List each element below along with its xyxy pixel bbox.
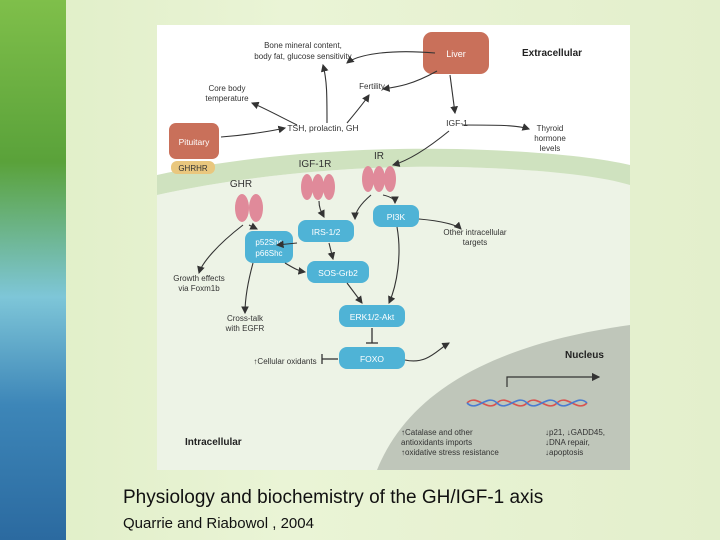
shc-label-2: p66Shc — [255, 249, 282, 258]
bone-label-1: Bone mineral content, — [264, 41, 342, 50]
oxidants-label: ↑Cellular oxidants — [253, 357, 316, 366]
figure-citation: Quarrie and Riabowol , 2004 — [123, 515, 314, 532]
growth-label-1: Growth effects — [173, 274, 224, 283]
catalase-label-1: ↑Catalase and other — [401, 428, 473, 437]
foxo-box — [339, 347, 405, 369]
cell-membrane — [157, 148, 630, 195]
core-temp-label-1: Core body — [209, 84, 246, 93]
catalase-label-3: ↑oxidative stress resistance — [401, 448, 499, 457]
shc-box — [245, 231, 293, 263]
irs-box — [298, 220, 354, 242]
pathway-arrows — [197, 51, 531, 362]
erk-box — [339, 305, 405, 327]
p21-label-3: ↓apoptosis — [545, 448, 583, 457]
growth-label-2: via Foxm1b — [178, 284, 220, 293]
catalase-label-2: antioxidants imports — [401, 438, 472, 447]
inhibition-marks — [321, 328, 378, 364]
sos-label: SOS-Grb2 — [318, 268, 358, 278]
thyroid-label-3: levels — [540, 144, 560, 153]
decorative-leaf-strip — [0, 0, 66, 540]
nucleus-label: Nucleus — [565, 350, 604, 361]
other-targets-label-1: Other intracellular — [443, 228, 506, 237]
foxo-label: FOXO — [360, 354, 384, 364]
shc-label-1: p52Shc — [255, 238, 282, 247]
tsh-label: TSH, prolactin, GH — [287, 123, 358, 133]
p21-label-2: ↓DNA repair, — [545, 438, 590, 447]
dna-helix — [466, 399, 588, 407]
thyroid-label-1: Thyroid — [537, 124, 564, 133]
other-targets-label-2: targets — [463, 238, 487, 247]
liver-box — [423, 32, 489, 74]
sos-box — [307, 261, 369, 283]
ghrhr-label: GHRHR — [178, 164, 208, 173]
ghr-label: GHR — [230, 179, 252, 190]
core-temp-label-2: temperature — [205, 94, 249, 103]
thyroid-label-2: hormone — [534, 134, 566, 143]
igf1-label: IGF-1 — [446, 118, 468, 128]
nucleus-region — [377, 325, 630, 470]
igf1r-label: IGF-1R — [299, 159, 332, 170]
liver-label: Liver — [446, 49, 466, 59]
pi3k-box — [373, 205, 419, 227]
figure-caption: Physiology and biochemistry of the GH/IG… — [123, 487, 544, 508]
ghr-receptor — [235, 194, 263, 222]
p21-label-1: ↓p21, ↓GADD45, — [545, 428, 605, 437]
igf1r-receptor — [301, 174, 335, 200]
extracellular-label: Extracellular — [522, 48, 582, 59]
pituitary-box — [169, 123, 219, 159]
fertility-label: Fertility — [359, 82, 385, 91]
pi3k-label: PI3K — [387, 212, 406, 222]
cross-talk-label-2: with EGFR — [225, 324, 265, 333]
pituitary-label: Pituitary — [179, 137, 210, 147]
erk-label: ERK1/2-Akt — [350, 312, 395, 322]
gh-igf1-axis-diagram: Extracellular Intracellular Nucleus Live… — [157, 25, 630, 470]
bone-label-2: body fat, glucose sensitivity — [254, 52, 351, 61]
ghrhr-badge — [171, 161, 215, 174]
ir-label: IR — [374, 151, 384, 162]
irs-label: IRS-1/2 — [312, 227, 341, 237]
ir-receptor — [362, 166, 396, 192]
cross-talk-label-1: Cross-talk — [227, 314, 264, 323]
intracellular-label: Intracellular — [185, 437, 242, 448]
transcription-arrow — [506, 372, 601, 387]
